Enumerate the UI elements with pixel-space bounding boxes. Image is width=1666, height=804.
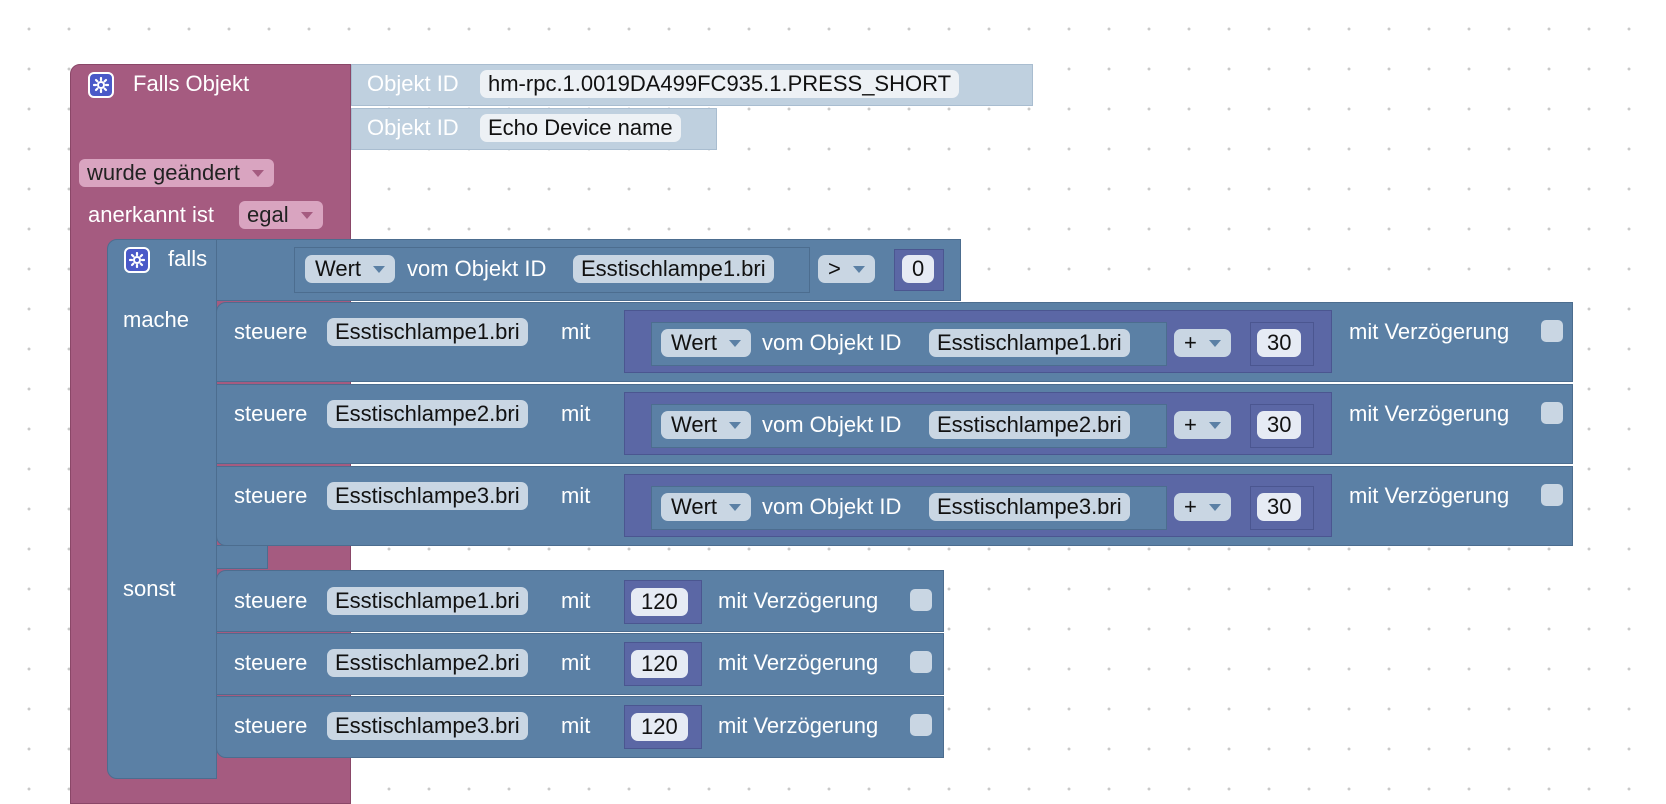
delay-label: mit Verzögerung xyxy=(1349,483,1510,508)
with-label: mit xyxy=(561,588,591,613)
math-operator-dropdown[interactable]: + xyxy=(1174,411,1231,439)
source-object-field[interactable]: Esstischlampe3.bri xyxy=(929,493,1130,521)
math-operator-dropdown[interactable]: + xyxy=(1174,329,1231,357)
number-field[interactable]: 120 xyxy=(631,713,688,741)
operator-dropdown[interactable]: > xyxy=(818,255,875,283)
object-id-field[interactable]: Esstischlampe1.bri xyxy=(573,255,774,283)
chevron-down-icon xyxy=(852,266,865,273)
if-label: falls xyxy=(168,246,208,271)
delay-label: mit Verzögerung xyxy=(1349,401,1510,426)
control-label: steuere xyxy=(234,401,308,426)
ack-dropdown[interactable]: egal xyxy=(239,201,323,229)
with-label: mit xyxy=(561,483,591,508)
with-label: mit xyxy=(561,319,591,344)
add-number-field[interactable]: 30 xyxy=(1257,411,1302,439)
add-number-field[interactable]: 30 xyxy=(1257,329,1302,357)
chevron-down-icon xyxy=(300,212,313,219)
delay-label: mit Verzögerung xyxy=(718,650,879,675)
add-number-field[interactable]: 30 xyxy=(1257,493,1302,521)
control-label: steuere xyxy=(234,588,308,613)
number-field[interactable]: 120 xyxy=(631,588,688,616)
object-id-field[interactable]: Echo Device name xyxy=(480,114,681,142)
chevron-down-icon xyxy=(251,170,264,177)
of-object-label: vom Objekt ID xyxy=(407,256,547,281)
ack-label: anerkannt ist xyxy=(88,202,214,227)
with-label: mit xyxy=(561,401,591,426)
value-dropdown[interactable]: Wert xyxy=(661,411,752,439)
target-object-field[interactable]: Esstischlampe2.bri xyxy=(327,400,528,428)
event-title: Falls Objekt xyxy=(133,71,250,96)
object-id-field[interactable]: hm-rpc.1.0019DA499FC935.1.PRESS_SHORT xyxy=(480,70,960,98)
delay-label: mit Verzögerung xyxy=(1349,319,1510,344)
compare-number-field[interactable]: 0 xyxy=(902,255,935,283)
control-label: steuere xyxy=(234,483,308,508)
of-object-label: vom Objekt ID xyxy=(762,412,902,437)
source-object-field[interactable]: Esstischlampe1.bri xyxy=(929,329,1130,357)
gear-icon[interactable] xyxy=(88,72,114,98)
object-id-label: Objekt ID xyxy=(367,71,459,96)
if-block-left[interactable] xyxy=(107,239,217,779)
delay-label: mit Verzögerung xyxy=(718,713,879,738)
value-dropdown[interactable]: Wert xyxy=(661,493,752,521)
of-object-label: vom Objekt ID xyxy=(762,494,902,519)
target-object-field[interactable]: Esstischlampe3.bri xyxy=(327,482,528,510)
chevron-down-icon xyxy=(1208,504,1221,511)
chevron-down-icon xyxy=(729,340,742,347)
delay-checkbox[interactable] xyxy=(1541,402,1563,424)
chevron-down-icon xyxy=(1208,340,1221,347)
chevron-down-icon xyxy=(1208,422,1221,429)
trigger-dropdown[interactable]: wurde geändert xyxy=(79,159,274,187)
delay-label: mit Verzögerung xyxy=(718,588,879,613)
target-object-field[interactable]: Esstischlampe3.bri xyxy=(327,712,528,740)
gear-icon[interactable] xyxy=(124,247,150,273)
else-label: sonst xyxy=(123,576,176,601)
target-object-field[interactable]: Esstischlampe1.bri xyxy=(327,587,528,615)
target-object-field[interactable]: Esstischlampe2.bri xyxy=(327,649,528,677)
chevron-down-icon xyxy=(729,422,742,429)
target-object-field[interactable]: Esstischlampe1.bri xyxy=(327,318,528,346)
control-label: steuere xyxy=(234,319,308,344)
value-dropdown[interactable]: Wert xyxy=(305,255,396,283)
control-label: steuere xyxy=(234,650,308,675)
delay-checkbox[interactable] xyxy=(910,651,932,673)
object-id-label: Objekt ID xyxy=(367,115,459,140)
math-operator-dropdown[interactable]: + xyxy=(1174,493,1231,521)
with-label: mit xyxy=(561,650,591,675)
delay-checkbox[interactable] xyxy=(910,714,932,736)
delay-checkbox[interactable] xyxy=(1541,320,1563,342)
do-label: mache xyxy=(123,307,190,332)
if-do-bottom-bar[interactable] xyxy=(216,545,268,569)
control-label: steuere xyxy=(234,713,308,738)
of-object-label: vom Objekt ID xyxy=(762,330,902,355)
with-label: mit xyxy=(561,713,591,738)
delay-checkbox[interactable] xyxy=(1541,484,1563,506)
chevron-down-icon xyxy=(729,504,742,511)
delay-checkbox[interactable] xyxy=(910,589,932,611)
value-dropdown[interactable]: Wert xyxy=(661,329,752,357)
number-field[interactable]: 120 xyxy=(631,650,688,678)
chevron-down-icon xyxy=(373,266,386,273)
source-object-field[interactable]: Esstischlampe2.bri xyxy=(929,411,1130,439)
